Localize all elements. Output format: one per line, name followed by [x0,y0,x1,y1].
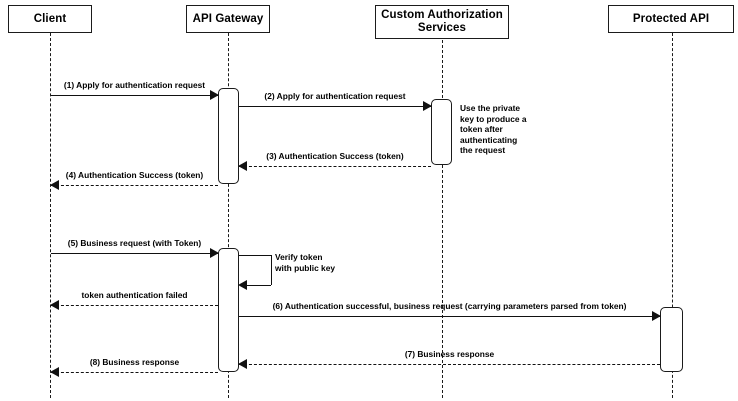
message-line [51,253,218,254]
message-label: token authentication failed [81,290,188,300]
message-line [239,106,431,107]
arrowhead-right-icon [423,101,432,111]
activation-gateway-auth [218,88,239,184]
message-label: (3) Authentication Success (token) [266,151,404,161]
message-label: (8) Business response [89,357,180,367]
arrowhead-right-icon [210,248,219,258]
participant-label-client: Client [33,12,67,25]
self-message-top-segment [239,255,271,256]
message-line [239,166,431,167]
arrowhead-left-icon [50,367,59,377]
participant-label-protapi: Protected API [632,12,710,25]
self-message-right-segment [239,255,272,285]
participant-protapi[interactable]: Protected API [608,5,734,33]
message-label: (7) Business response [404,349,495,359]
self-message-label: Verify token with public key [275,252,336,273]
participant-authsvc[interactable]: Custom Authorization Services [375,5,509,39]
message-line [51,372,218,373]
arrowhead-left-icon [50,300,59,310]
participant-label-gateway: API Gateway [192,12,264,25]
message-line [239,316,660,317]
lifeline-client [50,33,51,398]
message-line [51,185,218,186]
self-message-verify-token[interactable] [238,255,273,290]
message-label: (5) Business request (with Token) [67,238,202,248]
arrowhead-left-icon [238,280,247,290]
arrowhead-left-icon [50,180,59,190]
message-label: (1) Apply for authentication request [63,80,206,90]
activation-gateway-business [218,248,239,372]
note-private-key: Use the private key to produce a token a… [460,103,527,156]
message-label: (4) Authentication Success (token) [65,170,204,180]
message-line [51,305,218,306]
lifeline-protapi [672,33,673,398]
message-label: (2) Apply for authentication request [264,91,406,101]
activation-authsvc-auth [431,99,452,165]
participant-client[interactable]: Client [8,5,92,33]
participant-label-authsvc: Custom Authorization Services [381,9,503,34]
arrowhead-left-icon [238,359,247,369]
arrowhead-left-icon [238,161,247,171]
message-label: (6) Authentication successful, business … [272,301,627,311]
self-message-bottom-segment [247,285,271,286]
arrowhead-right-icon [210,90,219,100]
lifeline-gateway [228,33,229,398]
participant-gateway[interactable]: API Gateway [186,5,270,33]
arrowhead-right-icon [652,311,661,321]
message-line [239,364,660,365]
message-line [51,95,218,96]
lifeline-authsvc [442,40,443,398]
activation-protapi-business [660,307,683,372]
